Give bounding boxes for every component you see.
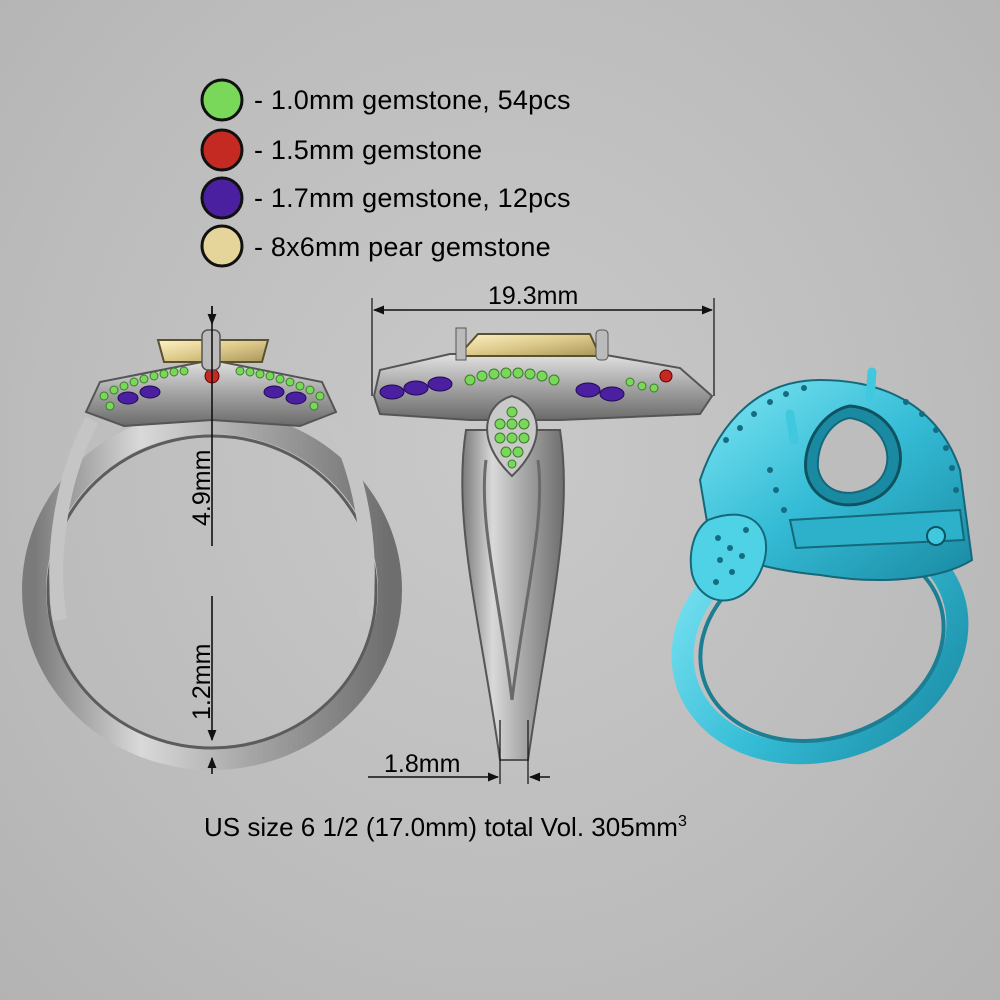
side-view-leaf-green-stones xyxy=(494,406,530,469)
render-prong-1 xyxy=(865,367,877,403)
side-view-shank xyxy=(461,429,565,761)
band-width-label: 1.8mm xyxy=(384,750,460,778)
side-view-pear-stone xyxy=(455,333,602,357)
render-side-seat xyxy=(926,526,946,546)
legend-item-pear: - 8x6mm pear gemstone xyxy=(200,224,551,268)
legend-label-pear: - 8x6mm pear gemstone xyxy=(254,232,551,262)
caption-main: US size 6 1/2 (17.0mm) total Vol. 305mm xyxy=(204,812,678,842)
side-view-ring: 19.3mm 1.8mm xyxy=(368,282,715,784)
render-tier-bar xyxy=(788,508,966,550)
caption-superscript: 3 xyxy=(678,813,687,830)
front-view-prong xyxy=(201,329,221,371)
side-view-prong-left xyxy=(455,327,467,361)
purple-gemstone-swatch xyxy=(200,176,244,220)
side-view-head xyxy=(372,353,714,421)
legend-label-red: - 1.5mm gemstone xyxy=(254,135,482,165)
side-view-green-stones xyxy=(464,367,659,393)
side-view-shank-split xyxy=(482,459,542,701)
green-gemstone-swatch xyxy=(200,78,244,122)
red-gemstone-swatch xyxy=(200,128,244,172)
legend-item-red: - 1.5mm gemstone xyxy=(200,128,482,172)
front-view-right-shoulder xyxy=(325,416,375,622)
legend-label-green: - 1.0mm gemstone, 54pcs xyxy=(254,85,571,115)
side-view-prong-right xyxy=(595,329,609,361)
legend-label-purple: - 1.7mm gemstone, 12pcs xyxy=(254,183,571,213)
legend-item-purple: - 1.7mm gemstone, 12pcs xyxy=(200,176,571,220)
render-pear-seat xyxy=(816,416,889,494)
caption: US size 6 1/2 (17.0mm) total Vol. 305mm3 xyxy=(204,812,687,842)
caption-text: US size 6 1/2 (17.0mm) total Vol. 305mm3 xyxy=(204,812,687,842)
render-prong-2 xyxy=(785,409,799,445)
front-view-left-shoulder xyxy=(49,416,99,622)
render-leaf xyxy=(689,513,768,602)
band-thickness-label: 1.2mm xyxy=(188,644,216,720)
front-view-green-stones xyxy=(99,366,325,411)
head-height-label: 4.9mm xyxy=(188,450,216,526)
width-label: 19.3mm xyxy=(488,282,578,310)
ring-3d-render xyxy=(671,367,974,765)
front-view-purple-stones xyxy=(117,385,307,405)
legend-item-green: - 1.0mm gemstone, 54pcs xyxy=(200,78,571,122)
legend: - 1.0mm gemstone, 54pcs - 1.5mm gemstone… xyxy=(200,78,571,268)
pear-gemstone-swatch xyxy=(200,224,244,268)
front-view-ring: 4.9mm 1.2mm xyxy=(22,306,402,774)
side-view-purple-stones xyxy=(379,376,625,402)
side-view-red-stone xyxy=(659,369,673,383)
